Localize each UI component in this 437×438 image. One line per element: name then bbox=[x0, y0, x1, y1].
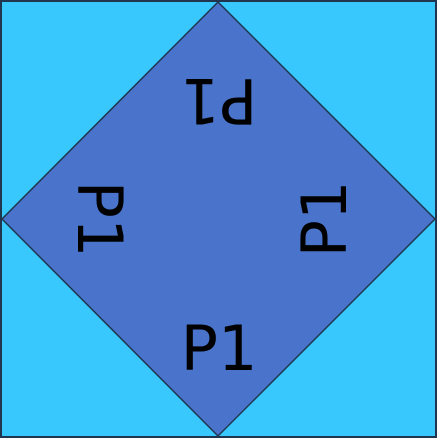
label-right: P1 bbox=[288, 181, 361, 258]
label-bottom: P1 bbox=[181, 312, 258, 385]
label-left: P1 bbox=[63, 181, 136, 258]
label-top: P1 bbox=[181, 64, 258, 137]
